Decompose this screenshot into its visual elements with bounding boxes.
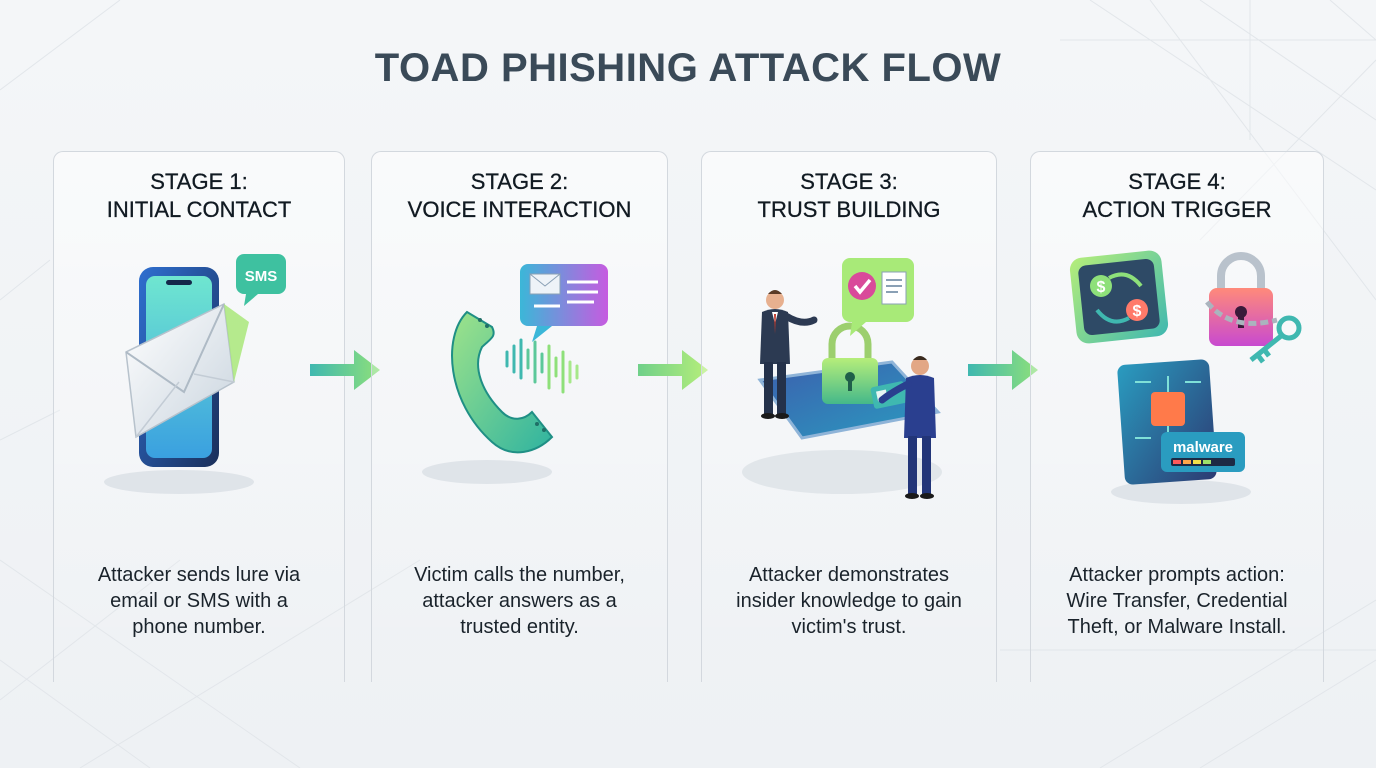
stage-1-desc-line: phone number. — [132, 616, 266, 638]
stage-3-card: STAGE 3: TRUST BUILDING — [701, 151, 997, 682]
svg-text:$: $ — [1097, 279, 1106, 296]
email-bubble-icon — [520, 264, 608, 342]
stage-2-name: VOICE INTERACTION — [407, 197, 632, 222]
padlock-icon — [822, 322, 878, 404]
sms-bubble-icon: SMS — [236, 254, 286, 306]
stage-3-desc-line: Attacker demonstrates — [748, 564, 950, 586]
stage-1-label: STAGE 1: — [150, 169, 248, 194]
stage-2-card: STAGE 2: VOICE INTERACTION — [371, 151, 668, 682]
stage-4-desc-line: Theft, or Malware Install. — [1067, 616, 1287, 638]
arrow-right-icon — [310, 350, 380, 390]
stage-4-card: STAGE 4: ACTION TRIGGER $ $ — [1030, 151, 1324, 682]
stage-4-name: ACTION TRIGGER — [1082, 197, 1272, 222]
money-transfer-icon: $ $ — [1069, 250, 1169, 344]
stage-2-desc-line: trusted entity. — [460, 616, 579, 638]
stage-4-description: Attacker prompts action: Wire Transfer, … — [1031, 562, 1323, 640]
sms-badge-text: SMS — [245, 268, 278, 285]
malware-badge-text: malware — [1173, 439, 1233, 456]
attacker-figure-icon — [760, 290, 818, 419]
stage-3-description: Attacker demonstrates insider knowledge … — [702, 562, 996, 640]
stage-2-illustration — [422, 264, 608, 484]
stage-3-illustration — [742, 258, 942, 499]
stage-1-card: STAGE 1: INITIAL CONTACT — [53, 151, 345, 682]
stage-1-description: Attacker sends lure via email or SMS wit… — [54, 562, 344, 640]
stage-2-desc-line: attacker answers as a — [422, 590, 617, 612]
stage-1-heading: STAGE 1: INITIAL CONTACT — [54, 168, 344, 224]
page-title: TOAD PHISHING ATTACK FLOW — [374, 46, 1002, 90]
stage-4-desc-line: Attacker prompts action: — [1069, 564, 1285, 586]
stage-4-heading: STAGE 4: ACTION TRIGGER — [1031, 168, 1323, 224]
stage-1-illustration: SMS — [104, 254, 286, 494]
phone-handset-icon — [451, 310, 554, 454]
stage-4-desc-line: Wire Transfer, Credential — [1066, 590, 1288, 612]
svg-text:$: $ — [1133, 303, 1142, 320]
stage-3-desc-line: insider knowledge to gain — [736, 590, 962, 612]
stage-3-name: TRUST BUILDING — [757, 197, 941, 222]
stage-3-heading: STAGE 3: TRUST BUILDING — [702, 168, 996, 224]
stage-2-desc-line: Victim calls the number, — [414, 564, 625, 586]
malware-chip-icon: malware — [1117, 359, 1245, 485]
stage-1-desc-line: Attacker sends lure via — [97, 564, 301, 586]
sound-wave-icon — [505, 338, 579, 394]
victim-figure-icon — [878, 356, 936, 499]
checkmark-bubble-icon — [842, 258, 914, 336]
arrow-right-icon — [638, 350, 708, 390]
stage-2-label: STAGE 2: — [470, 169, 569, 194]
stage-4-label: STAGE 4: — [1128, 169, 1226, 194]
chained-padlock-icon — [1205, 252, 1278, 346]
stage-2-heading: STAGE 2: VOICE INTERACTION — [372, 168, 667, 224]
stage-3-label: STAGE 3: — [800, 169, 898, 194]
envelope-icon — [125, 302, 249, 439]
stage-2-description: Victim calls the number, attacker answer… — [372, 562, 667, 640]
stage-4-illustration: $ $ malware — [1069, 250, 1302, 504]
arrow-right-icon — [968, 350, 1038, 390]
key-icon — [1249, 315, 1302, 364]
stage-1-name: INITIAL CONTACT — [106, 197, 292, 222]
stage-3-desc-line: victim's trust. — [791, 616, 907, 638]
stage-1-desc-line: email or SMS with a — [110, 590, 288, 612]
